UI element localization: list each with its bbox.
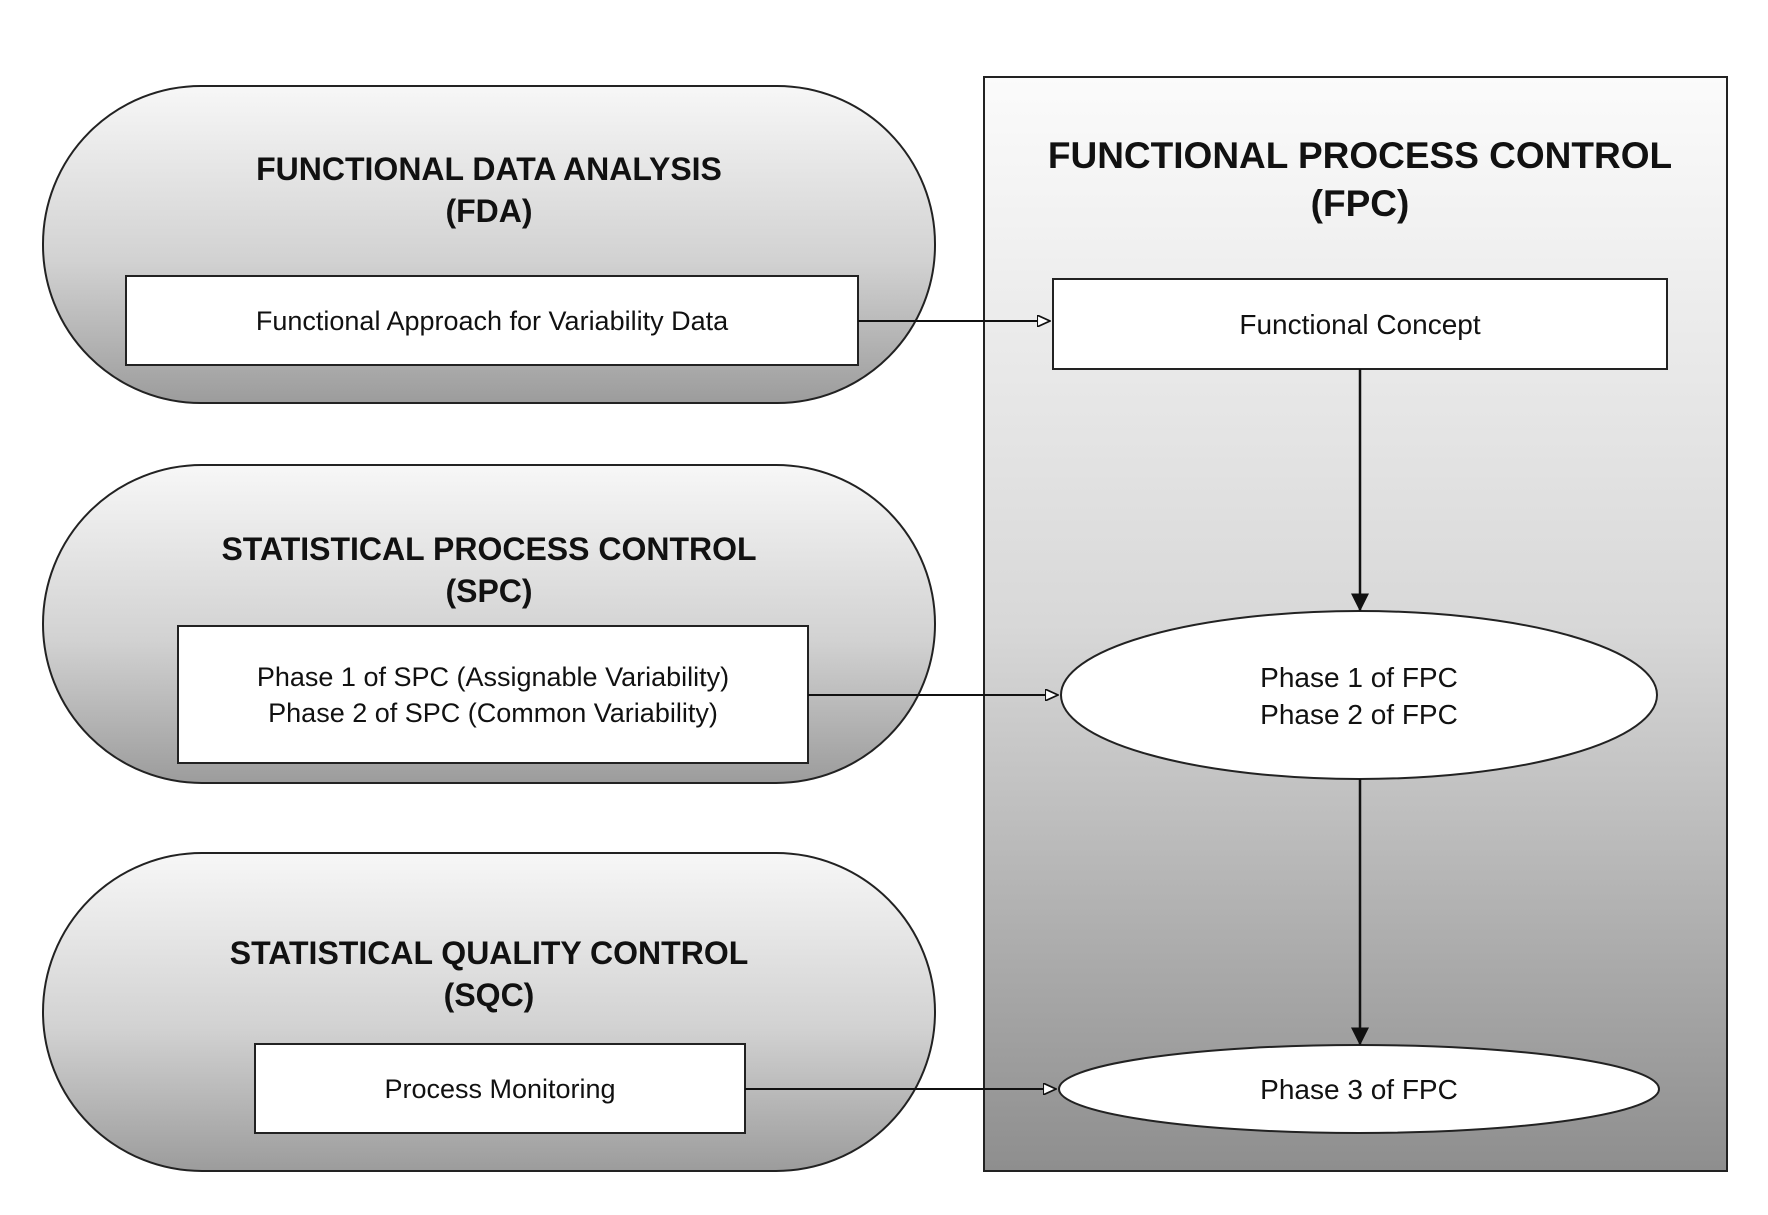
spc-abbr: (SPC) (445, 573, 532, 609)
spc-box-line-1: Phase 1 of SPC (Assignable Variability) (257, 662, 729, 692)
spc-group: STATISTICAL PROCESS CONTROL (SPC) Phase … (42, 464, 936, 784)
spc-box-line-2: Phase 2 of SPC (Common Variability) (268, 698, 718, 728)
phase3-text: Phase 3 of FPC (1260, 1074, 1458, 1105)
fpc-title: FUNCTIONAL PROCESS CONTROL (1048, 135, 1672, 176)
spc-box (177, 625, 809, 764)
fda-box-text: Functional Approach for Variability Data (256, 306, 729, 336)
fpc-group: FUNCTIONAL PROCESS CONTROL (FPC) Functio… (983, 76, 1728, 1172)
functional-concept-text: Functional Concept (1239, 309, 1480, 340)
fpc-abbr: (FPC) (1311, 183, 1410, 224)
sqc-box (254, 1043, 746, 1134)
sqc-abbr: (SQC) (444, 977, 535, 1013)
fda-title: FUNCTIONAL DATA ANALYSIS (256, 151, 722, 187)
sqc-title: STATISTICAL QUALITY CONTROL (230, 935, 749, 971)
sqc-group: STATISTICAL QUALITY CONTROL (SQC) Proces… (42, 852, 936, 1172)
phase12-line-1: Phase 1 of FPC (1260, 662, 1458, 693)
spc-title: STATISTICAL PROCESS CONTROL (221, 531, 756, 567)
fda-group: FUNCTIONAL DATA ANALYSIS (FDA) Functiona… (42, 85, 936, 404)
sqc-box-text: Process Monitoring (384, 1074, 615, 1104)
phase12-line-2: Phase 2 of FPC (1260, 699, 1458, 730)
fda-box (125, 275, 859, 366)
fda-abbr: (FDA) (445, 193, 532, 229)
phase12-ellipse (1060, 610, 1658, 780)
